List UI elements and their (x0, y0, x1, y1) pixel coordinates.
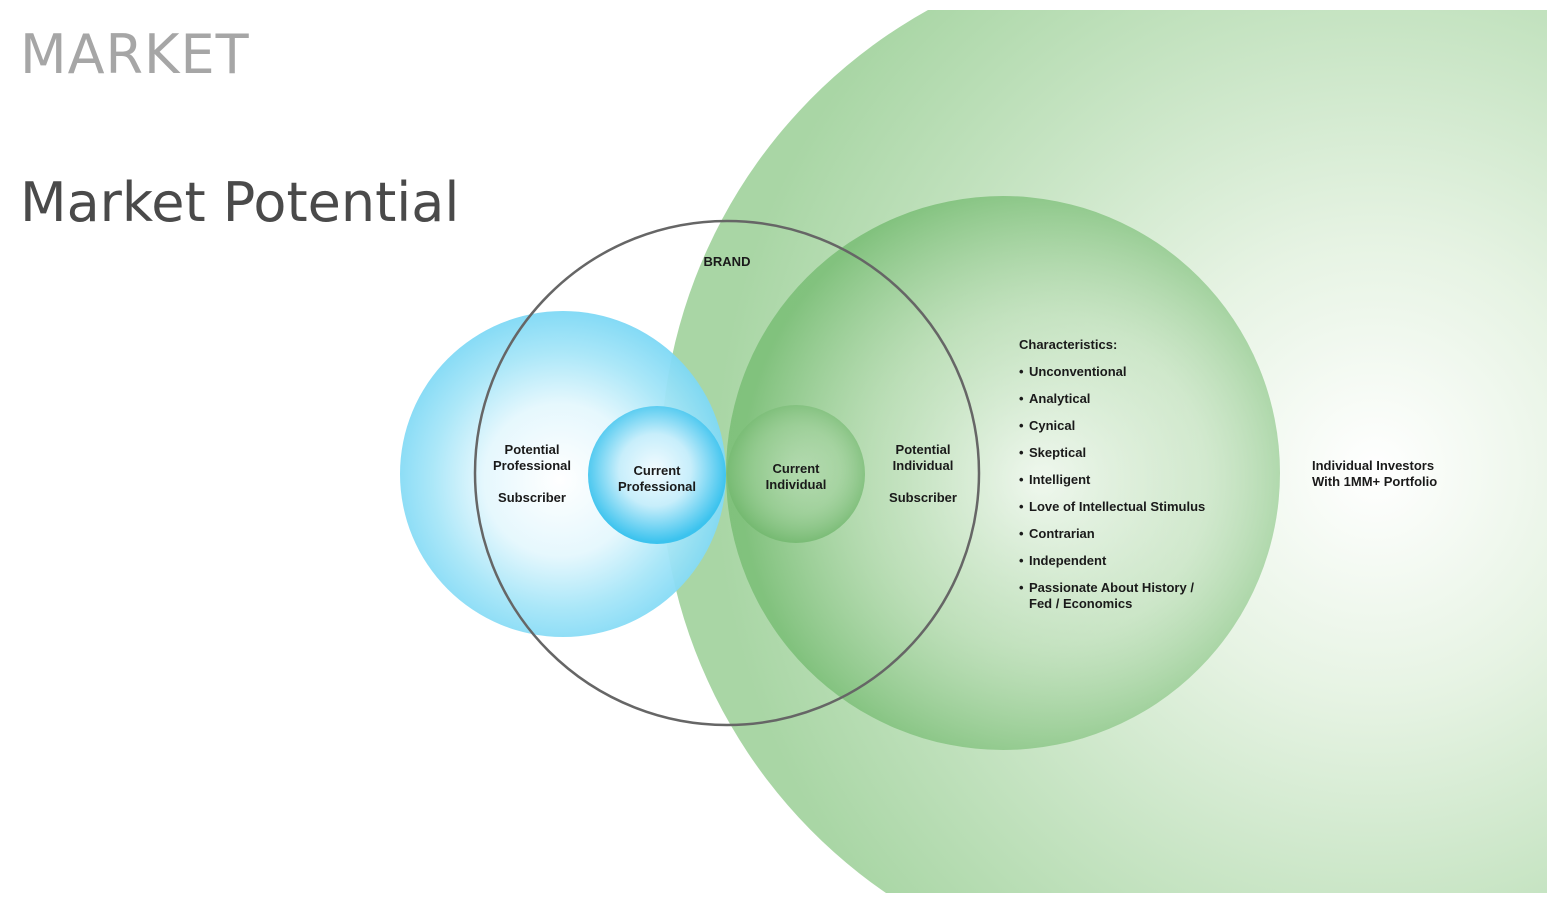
list-item: Cynical (1019, 418, 1219, 434)
potential-professional-line3: Subscriber (498, 490, 566, 505)
current-professional-line1: Current (633, 463, 681, 478)
list-item-wrapper: Passionate About History / Fed / Economi… (1019, 580, 1219, 612)
page-title: Market Potential (20, 171, 460, 234)
list-item: Skeptical (1019, 445, 1219, 461)
list-item: Intelligent (1019, 472, 1219, 488)
potential-professional-circle (400, 311, 726, 637)
potential-individual-line3: Subscriber (889, 490, 957, 505)
current-individual-line1: Current (772, 461, 820, 476)
brand-label: BRAND (703, 254, 751, 269)
potential-individual-line2: Individual (892, 458, 954, 473)
potential-professional-label: Potential Professional Subscriber (482, 442, 582, 506)
current-individual-line2: Individual (765, 477, 827, 492)
current-individual-circle (727, 405, 865, 543)
list-item: Love of Intellectual Stimulus (1019, 499, 1219, 515)
list-item: Contrarian (1019, 526, 1219, 542)
individual-investors-line1: Individual Investors (1312, 458, 1435, 473)
list-item: Passionate About History / Fed / Economi… (1029, 580, 1194, 611)
individual-investors-line2: With 1MM+ Portfolio (1312, 474, 1438, 489)
current-professional-label: Current Professional (607, 463, 707, 495)
current-professional-circle (588, 406, 726, 544)
potential-professional-line1: Potential (504, 442, 560, 457)
individual-investors-label: Individual Investors With 1MM+ Portfolio (1312, 458, 1437, 490)
list-item: Analytical (1019, 391, 1219, 407)
current-individual-label: Current Individual (746, 461, 846, 493)
characteristics-heading: Characteristics: (1019, 337, 1118, 352)
potential-individual-label: Potential Individual Subscriber (873, 442, 973, 506)
section-label: MARKET (20, 23, 250, 86)
list-item: Independent (1019, 553, 1219, 569)
current-professional-line2: Professional (617, 479, 697, 494)
list-item: Unconventional (1019, 364, 1219, 380)
brand-circle (473, 219, 981, 727)
potential-professional-line2: Professional (492, 458, 572, 473)
characteristics-list: Characteristics: Unconventional Analytic… (1019, 337, 1219, 623)
potential-individual-line1: Potential (895, 442, 951, 457)
